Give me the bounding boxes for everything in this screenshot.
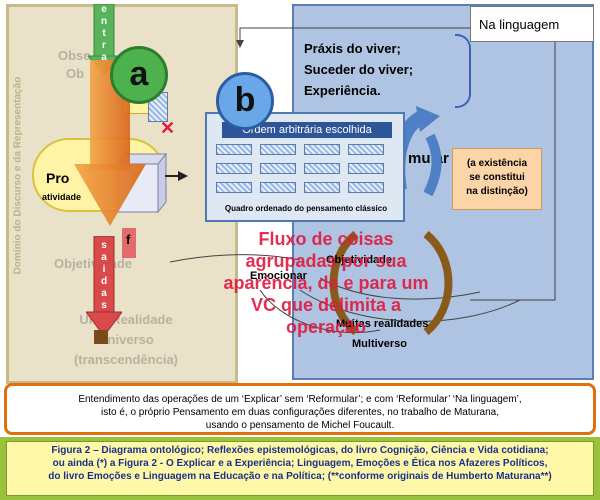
exit-arrow: [86, 236, 122, 337]
pattern-cell: [216, 144, 252, 155]
ghost-text-top: Obse: [58, 48, 91, 63]
circle-b: b: [216, 72, 274, 130]
language-label-box: Na linguagem: [470, 6, 594, 42]
explanation-box: Entendimento das operações de um ‘Explic…: [4, 383, 596, 435]
objetividade-label: Objetividade: [326, 254, 393, 266]
pattern-cell: [304, 163, 340, 174]
ghost-text-top2: Ob: [66, 66, 85, 81]
exit-block: [94, 330, 108, 344]
cloud-sublabel: atividade: [42, 192, 82, 202]
pattern-cell: [304, 144, 340, 155]
pattern-cell: [304, 182, 340, 193]
circle-a: a: [110, 46, 168, 104]
pattern-cell: [260, 144, 296, 155]
pattern-cell: [216, 182, 252, 193]
f-letter: f: [126, 232, 131, 247]
cross-icon: ✕: [160, 118, 176, 138]
muitas-realidades-label: Muitas realidades: [336, 318, 429, 330]
pattern-cell: [260, 163, 296, 174]
pattern-cell: [260, 182, 296, 193]
ghost-transcendencia: (transcendência): [73, 352, 179, 367]
flux-overlay-text: Fluxo de coisas agrupadas por sua aparên…: [223, 229, 429, 337]
card-caption: Quadro ordenado do pensamento clássico: [224, 204, 388, 213]
emocionar-label: Emocionar: [250, 270, 307, 282]
pattern-cell: [348, 182, 384, 193]
praxis-text: Práxis do viver; Suceder do viver; Exper…: [304, 41, 414, 98]
f-bar: [122, 228, 136, 258]
card-title: Ordem arbitrária escolhida: [222, 122, 392, 138]
figure-caption: Figura 2 – Diagrama ontológico; Reflexõe…: [6, 441, 594, 496]
figure-caption-frame: Figura 2 – Diagrama ontológico; Reflexõe…: [0, 437, 600, 500]
brown-arcs: [329, 230, 453, 336]
pattern-grid: [216, 144, 384, 193]
ghost-universo: Universo: [98, 332, 154, 347]
pattern-cell: [216, 163, 252, 174]
cloud-label: Pro: [46, 170, 70, 186]
multiverso-label: Multiverso: [352, 338, 408, 350]
pattern-cell: [348, 163, 384, 174]
pattern-cell: [348, 144, 384, 155]
